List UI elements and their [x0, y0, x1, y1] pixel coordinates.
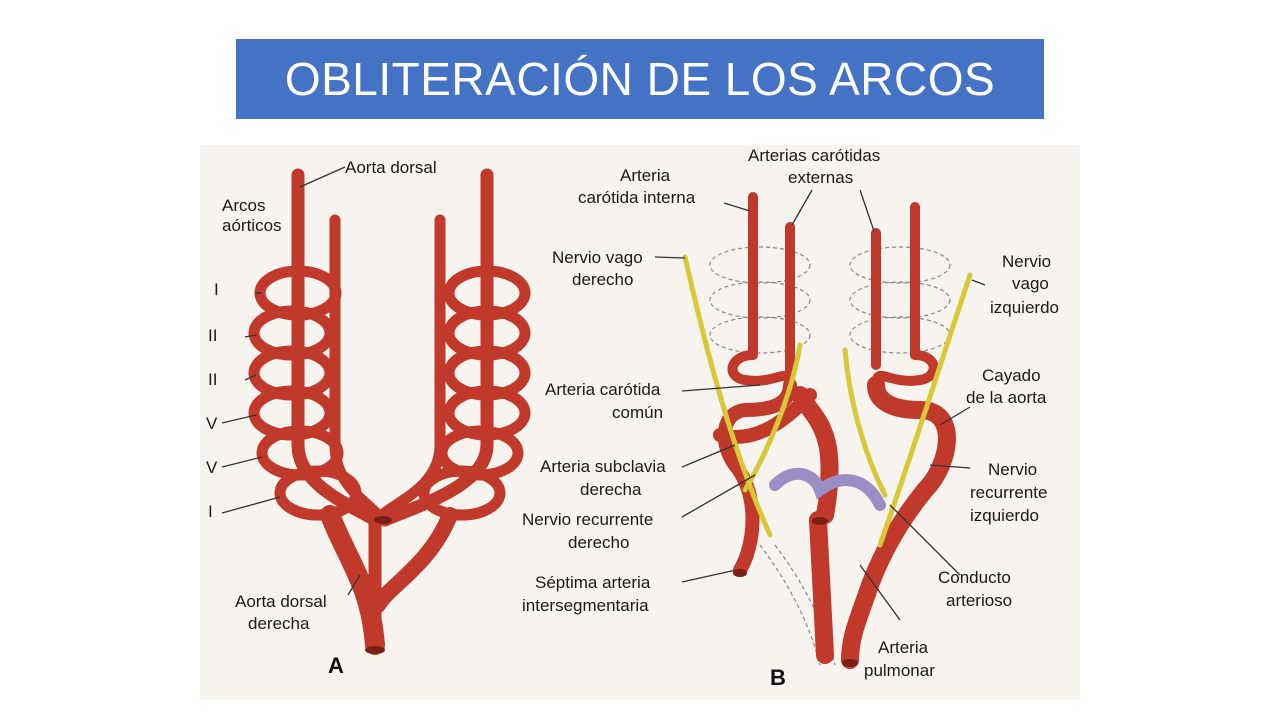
panel-b-letter: B [770, 665, 786, 690]
label-vago-izq-1: Nervio [1002, 252, 1051, 271]
arch-numeral-3: II [208, 370, 217, 389]
label-subclavia-2: derecha [580, 480, 642, 499]
ductus-arteriosus [769, 467, 886, 511]
arch-numeral-5: V [206, 458, 218, 477]
label-carotida-interna-2: carótida interna [578, 188, 696, 207]
label-subclavia-1: Arteria subclavia [540, 457, 666, 476]
label-septima-1: Séptima arteria [535, 573, 651, 592]
panel-a-vessels [248, 168, 531, 655]
panel-a-leaders [221, 166, 361, 596]
panel-b-leaders [654, 189, 986, 621]
label-carotida-comun-2: común [612, 403, 663, 422]
label-cayado-2: de la aorta [966, 388, 1047, 407]
panel-b-nerves [682, 254, 973, 548]
label-vago-der-2: derecho [572, 270, 633, 289]
label-arcos: Arcos [222, 196, 265, 215]
label-recurrente-izq-1: Nervio [988, 460, 1037, 479]
label-vago-der-1: Nervio vago [552, 248, 643, 267]
label-cayado-1: Cayado [982, 366, 1041, 385]
label-recurrente-der-1: Nervio recurrente [522, 510, 653, 529]
label-aorta-dorsal-derecha-1: Aorta dorsal [235, 592, 327, 611]
label-carotidas-externas-1: Arterias carótidas [748, 146, 880, 165]
nervio-vago-derecho [682, 254, 773, 538]
label-pulmonar-1: Arteria [878, 638, 929, 657]
label-vago-izq-3: izquierdo [990, 298, 1059, 317]
label-carotidas-externas-2: externas [788, 168, 853, 187]
label-aorta-dorsal-derecha-2: derecha [248, 614, 310, 633]
label-carotida-interna-1: Arteria [620, 166, 671, 185]
arches-diagram: Aorta dorsal Arcos aórticos I II II V V … [206, 146, 1059, 690]
aorta-dorsal-left [291, 168, 382, 652]
aorta-dorsal-right [378, 168, 494, 527]
arch-numeral-6: I [208, 502, 213, 521]
arch-numeral-2: II [208, 326, 217, 345]
label-pulmonar-2: pulmonar [864, 661, 935, 680]
label-vago-izq-2: vago [1012, 274, 1049, 293]
embryo-arches-figure: Aorta dorsal Arcos aórticos I II II V V … [200, 145, 1080, 700]
label-carotida-comun-1: Arteria carótida [545, 380, 661, 399]
slide-title: OBLITERACIÓN DE LOS ARCOS [284, 53, 996, 105]
panel-b-vessels [713, 192, 956, 669]
label-aorticos: aórticos [222, 216, 282, 235]
panel-a-letter: A [328, 653, 344, 678]
arch-numeral-4: V [206, 414, 218, 433]
ventral-right [376, 214, 446, 521]
arch-numeral-1: I [214, 280, 219, 299]
label-recurrente-izq-2: recurrente [970, 483, 1047, 502]
label-conducto-1: Conducto [938, 568, 1011, 587]
label-conducto-2: arterioso [946, 591, 1012, 610]
label-septima-2: intersegmentaria [522, 596, 649, 615]
label-recurrente-izq-3: izquierdo [970, 506, 1039, 525]
label-aorta-dorsal: Aorta dorsal [345, 158, 437, 177]
label-recurrente-der-2: derecho [568, 533, 629, 552]
slide-title-bar: OBLITERACIÓN DE LOS ARCOS [236, 39, 1044, 119]
